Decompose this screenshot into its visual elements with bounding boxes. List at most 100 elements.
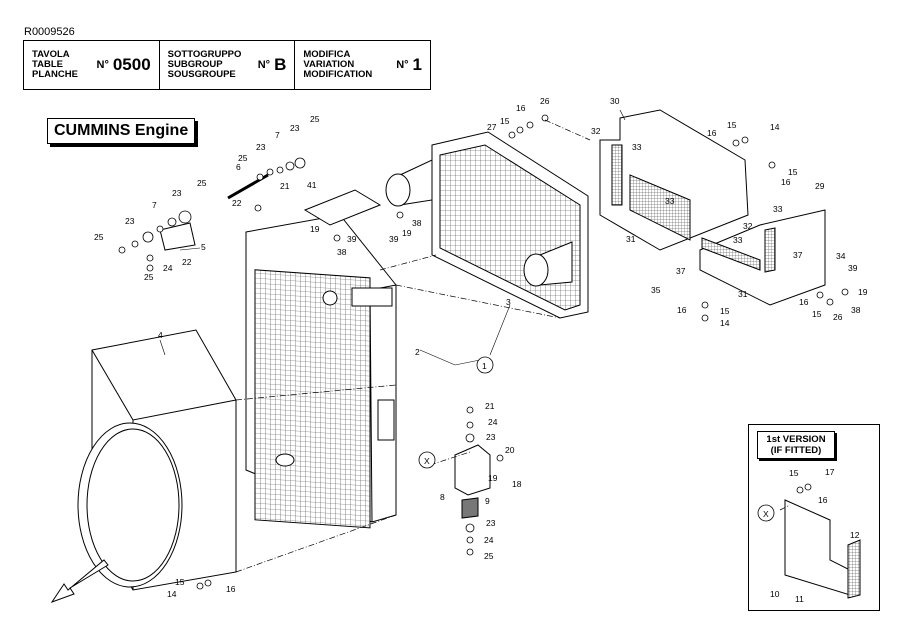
- label-14b: 14: [770, 122, 780, 132]
- label-15e: 15: [720, 306, 730, 316]
- label-17: 17: [825, 467, 835, 477]
- label-25b: 25: [310, 114, 320, 124]
- label-38c: 38: [851, 305, 861, 315]
- callout-1-circle: [476, 356, 494, 374]
- label-12: 12: [850, 530, 860, 540]
- label-9: 9: [485, 496, 490, 506]
- label-37b: 37: [793, 250, 803, 260]
- label-38b: 38: [412, 218, 422, 228]
- label-19a: 19: [310, 224, 320, 234]
- label-32a: 32: [591, 126, 601, 136]
- label-26a: 26: [540, 96, 550, 106]
- label-32b: 32: [743, 221, 753, 231]
- label-25d: 25: [94, 232, 104, 242]
- table-labels: TAVOLA TABLE PLANCHE: [32, 49, 78, 80]
- label-23a: 23: [256, 142, 266, 152]
- document-code: R0009526: [24, 26, 75, 38]
- label-23e: 23: [486, 432, 496, 442]
- label-1: 1: [482, 361, 487, 371]
- radiator: [245, 214, 397, 529]
- label-15a: 15: [175, 577, 185, 587]
- label-16g: 16: [818, 495, 828, 505]
- label-22b: 22: [182, 257, 192, 267]
- label-15d: 15: [788, 167, 798, 177]
- label-25e: 25: [144, 272, 154, 282]
- cover-plate: [303, 189, 382, 226]
- callout-X-inset-circle: [757, 504, 775, 522]
- label-23d: 23: [125, 216, 135, 226]
- fasteners: [118, 114, 849, 590]
- support-bracket-5: [159, 222, 196, 251]
- engine-title: CUMMINS Engine: [47, 118, 196, 144]
- label-5: 5: [201, 242, 206, 252]
- label-25c: 25: [197, 178, 207, 188]
- label-19c: 19: [488, 473, 498, 483]
- label-2: 2: [415, 347, 420, 357]
- label-22a: 22: [232, 198, 242, 208]
- label-16f: 16: [799, 297, 809, 307]
- label-7a: 7: [275, 130, 280, 140]
- label-25a: 25: [238, 153, 248, 163]
- label-8: 8: [440, 492, 445, 502]
- label-27: 27: [487, 122, 497, 132]
- label-24b: 24: [488, 417, 498, 427]
- label-23f: 23: [486, 518, 496, 528]
- label-34: 34: [836, 251, 846, 261]
- label-23b: 23: [290, 123, 300, 133]
- table-number: 0500: [112, 55, 151, 74]
- label-16d: 16: [781, 177, 791, 187]
- label-14a: 14: [167, 589, 177, 599]
- guard-housing: [599, 109, 826, 306]
- modification-no-label: N°: [396, 59, 409, 71]
- label-15b: 15: [500, 116, 510, 126]
- title-block: TAVOLA TABLE PLANCHE N° 0500 SOTTOGRUPPO…: [23, 40, 431, 90]
- label-23c: 23: [172, 188, 182, 198]
- label-33b: 33: [665, 196, 675, 206]
- subgroup-cell: SOTTOGRUPPO SUBGROUP SOUSGROUPE N° B: [160, 41, 296, 89]
- label-26b: 26: [833, 312, 843, 322]
- label-15g: 15: [789, 468, 799, 478]
- inset-baffle: [784, 499, 861, 599]
- label-33d: 33: [733, 235, 743, 245]
- leader-lines: [159, 109, 626, 366]
- label-X-inset: X: [763, 509, 769, 519]
- label-37a: 37: [676, 266, 686, 276]
- subgroup-labels: SOTTOGRUPPO SUBGROUP SOUSGROUPE: [167, 49, 242, 80]
- table-cell: TAVOLA TABLE PLANCHE N° 0500: [24, 41, 160, 89]
- table-no-label: N°: [96, 59, 109, 71]
- label-39a: 39: [347, 234, 357, 244]
- label-X: X: [424, 456, 430, 466]
- label-18: 18: [512, 479, 522, 489]
- modification-cell: MODIFICA VARIATION MODIFICATION N° 1: [295, 41, 430, 89]
- label-30: 30: [610, 96, 620, 106]
- label-31a: 31: [626, 234, 636, 244]
- direction-arrow: [50, 559, 109, 603]
- part-labels: 1 2 3 4 5 6 7 7 8 9 10 11 12 14 14 14 15…: [94, 96, 868, 604]
- label-20: 20: [505, 445, 515, 455]
- label-33a: 33: [632, 142, 642, 152]
- label-7b: 7: [152, 200, 157, 210]
- label-21a: 21: [280, 181, 290, 191]
- label-38a: 38: [337, 247, 347, 257]
- modification-labels: MODIFICA VARIATION MODIFICATION: [303, 49, 373, 80]
- label-14c: 14: [720, 318, 730, 328]
- label-39b: 39: [389, 234, 399, 244]
- label-6: 6: [236, 162, 241, 172]
- fan-shroud: [77, 329, 237, 591]
- label-11: 11: [795, 594, 804, 604]
- modification-value: 1: [412, 55, 423, 74]
- label-15c: 15: [727, 120, 737, 130]
- label-29: 29: [815, 181, 825, 191]
- charge-air-cooler: [385, 131, 589, 319]
- label-16e: 16: [677, 305, 687, 315]
- label-33c: 33: [773, 204, 783, 214]
- label-35: 35: [651, 285, 661, 295]
- label-3: 3: [506, 297, 511, 307]
- subgroup-value: B: [274, 55, 287, 74]
- label-16a: 16: [226, 584, 236, 594]
- label-41: 41: [307, 180, 317, 190]
- label-21b: 21: [485, 401, 495, 411]
- label-10: 10: [770, 589, 780, 599]
- label-39c: 39: [848, 263, 858, 273]
